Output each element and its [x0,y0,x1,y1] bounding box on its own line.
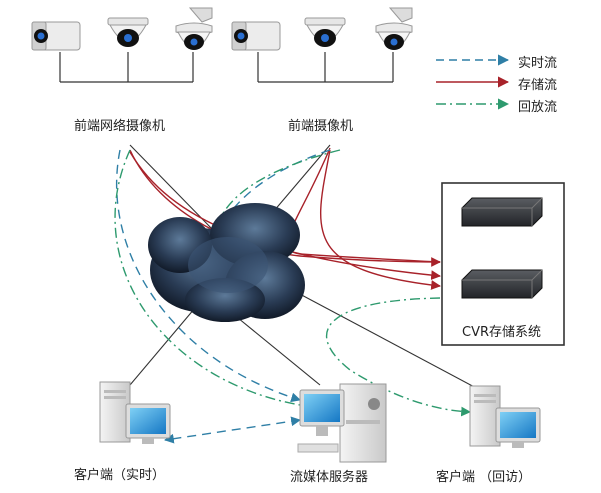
legend-realtime-label: 实时流 [518,56,558,71]
ptz-camera-icon [175,7,213,50]
desktop-computer-icon [469,385,541,448]
label-client-playback: 客户端 （回访） [436,470,532,485]
dome-camera-icon [304,17,346,47]
nvr-device-icon [461,197,543,227]
storage-streams [129,147,441,290]
server-icon [297,383,387,463]
legend-storage-label: 存储流 [518,78,558,93]
desktop-computer-icon [99,381,171,444]
label-client-realtime: 客户端（实时） [74,468,166,483]
label-front-network-cameras: 前端网络摄像机 [74,119,166,134]
label-media-server: 流媒体服务器 [290,470,369,485]
nvr-device-icon [461,269,543,299]
label-front-cameras: 前端摄像机 [288,119,354,134]
cvr-storage-system [441,182,565,346]
camera-group-left-wiring [59,52,194,83]
legend-playback-label: 回放流 [518,100,558,115]
legend-swatches [436,54,510,110]
cloud-network-icon [148,203,305,322]
label-cvr-storage: CVR存储系统 [462,325,542,340]
camera-group-right-wiring [257,52,394,83]
dome-camera-icon [107,17,149,47]
bullet-camera-icon [231,21,281,51]
bullet-camera-icon [31,21,81,51]
ptz-camera-icon [375,7,413,50]
